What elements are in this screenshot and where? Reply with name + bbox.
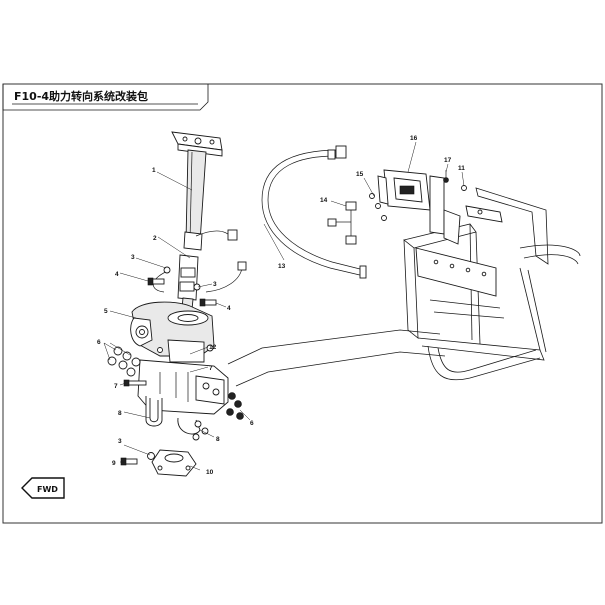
callout-label: 8	[118, 410, 122, 417]
screws-14	[369, 193, 387, 221]
callout-leaders	[103, 141, 465, 471]
nuts-8-right	[192, 420, 209, 441]
bolt-9	[120, 457, 138, 466]
forward-arrow: FWD	[21, 477, 65, 499]
vehicle-frame	[227, 187, 581, 387]
eps-controller	[377, 169, 431, 211]
wire-harness	[261, 145, 367, 279]
callout-label: 17	[444, 157, 452, 164]
steering-column	[171, 131, 223, 321]
bolt-17	[461, 185, 467, 191]
callout-label: 5	[104, 308, 108, 315]
callout-label: 3	[131, 254, 135, 261]
callout-label: 14	[320, 197, 328, 204]
controller-bracket	[429, 175, 503, 245]
callout-label: 8	[216, 436, 220, 443]
fwd-label: FWD	[37, 485, 58, 494]
callout-label: 4	[115, 271, 119, 278]
callout-label: 3	[213, 281, 217, 288]
bolt-7-left	[123, 379, 147, 387]
callout-label: 3	[118, 438, 122, 445]
callout-label: 4	[227, 305, 231, 312]
bolt-4-left	[147, 277, 165, 286]
lower-flange	[151, 449, 197, 477]
washers-6-left	[107, 346, 141, 377]
callout-label: 6	[250, 420, 254, 427]
bolt-4-right	[199, 298, 217, 307]
callout-label: 16	[410, 135, 418, 142]
washers-6-right	[226, 392, 244, 420]
callout-label: 2	[153, 235, 157, 242]
nut-3-right	[193, 283, 201, 291]
washer-3-lower	[147, 452, 155, 460]
sub-harness	[327, 201, 357, 245]
callout-label: 11	[458, 165, 465, 172]
callout-label: 10	[206, 469, 214, 476]
steering-gearbox	[130, 301, 215, 363]
callout-labels: 1 2 3 3 4 4 5 6 12 7 7 8 8 6 3 9 10 13 1…	[97, 135, 465, 476]
callout-label: 12	[209, 344, 217, 351]
callout-label: 15	[356, 171, 364, 178]
callout-label: 6	[97, 339, 101, 346]
drawing-border	[2, 83, 603, 524]
callout-label: 13	[278, 263, 286, 270]
callout-label: 9	[112, 460, 116, 467]
title-block: F10-4助力转向系统改装包	[2, 84, 209, 111]
nut-3-upper	[163, 266, 171, 274]
callout-label: 7	[209, 365, 213, 372]
mounting-bracket	[137, 359, 229, 435]
page-title: F10-4助力转向系统改装包	[14, 89, 148, 103]
callout-label: 7	[114, 383, 118, 390]
callout-label: 1	[152, 167, 156, 174]
